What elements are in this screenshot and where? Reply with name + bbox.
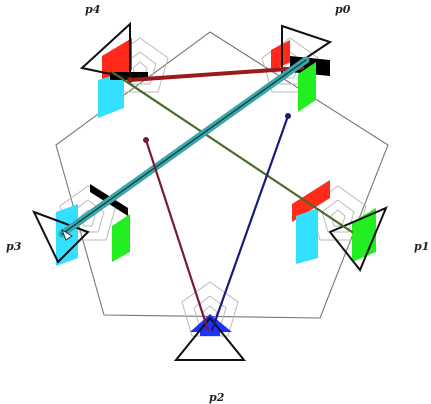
link-p3-p0[interactable] [58, 56, 310, 241]
node-p4[interactable] [79, 21, 148, 118]
label-p2: p2 [209, 391, 225, 404]
label-p4: p4 [85, 3, 100, 16]
p1-panel-b [296, 208, 318, 264]
label-p0: p0 [335, 3, 351, 16]
node-p1[interactable] [292, 180, 388, 272]
link-p4-p0[interactable] [127, 66, 304, 83]
p1-panel-a [292, 180, 330, 222]
p3-panel-c [112, 214, 130, 262]
link-p4-p1[interactable] [110, 70, 354, 234]
p0-panel-c [298, 62, 316, 112]
p2-panel-b [200, 324, 220, 336]
links [58, 56, 354, 332]
label-p1: p1 [414, 240, 429, 253]
p1-panel-c [352, 208, 376, 262]
p1-triangle [328, 206, 388, 272]
p2-triangle [173, 316, 247, 361]
link-p2-p0[interactable] [210, 113, 291, 332]
node-p2[interactable] [173, 314, 247, 361]
link-p2-p4[interactable] [143, 137, 210, 332]
p0-panel-a [271, 40, 290, 72]
p3-triangle [32, 210, 90, 264]
label-p3: p3 [6, 240, 22, 253]
p4-triangle [79, 21, 131, 80]
p4-panel-b [98, 72, 124, 118]
